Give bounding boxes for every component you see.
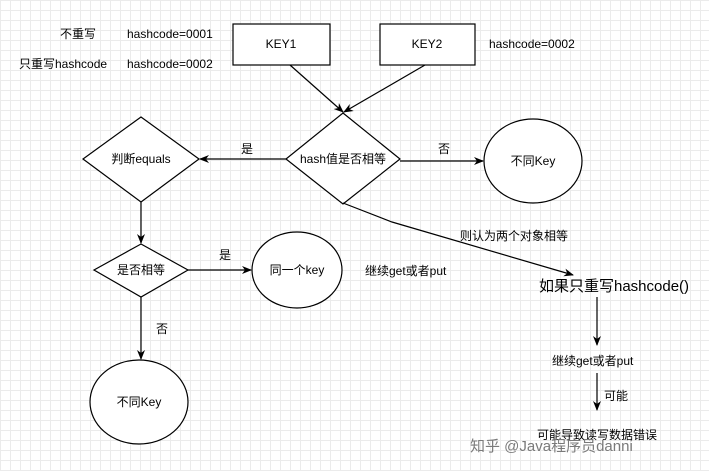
is-equal-label: 是否相等 bbox=[116, 263, 166, 277]
note-no-override: 不重写 bbox=[60, 27, 97, 41]
note-override-hashcode-only-code: hashcode=0002 bbox=[127, 57, 213, 71]
key1-label: KEY1 bbox=[265, 37, 297, 51]
edge-error: 可能导致读写数据错误 bbox=[537, 428, 658, 442]
edge-considered-equal: 则认为两个对象相等 bbox=[460, 229, 569, 243]
edge-hash-no: 否 bbox=[438, 142, 451, 156]
edge-equal-yes: 是 bbox=[219, 248, 232, 262]
diff-key-bottom-circle bbox=[89, 359, 189, 445]
same-key-label: 同一个key bbox=[269, 263, 325, 277]
key1-box bbox=[232, 23, 331, 66]
watermark: 知乎 @Java程序员danni bbox=[470, 438, 633, 455]
diff-key-right-label: 不同Key bbox=[510, 154, 556, 168]
arrow-considered-equal bbox=[342, 202, 574, 277]
note-key2-code: hashcode=0002 bbox=[489, 37, 575, 51]
same-key-circle bbox=[251, 231, 343, 309]
diff-key-right-circle bbox=[483, 118, 583, 204]
judge-equals-label: 判断equals bbox=[111, 152, 171, 166]
edge-continue-get-put-1: 继续get或者put bbox=[365, 264, 447, 278]
arrow-key1-hash bbox=[289, 64, 344, 113]
hash-equal-diamond bbox=[285, 112, 401, 205]
note-no-override-code: hashcode=0001 bbox=[127, 27, 213, 41]
key2-label: KEY2 bbox=[411, 37, 443, 51]
diff-key-bottom-label: 不同Key bbox=[116, 395, 162, 409]
if-only-hashcode-label: 如果只重写hashcode() bbox=[538, 278, 690, 295]
edge-equal-no: 否 bbox=[156, 322, 169, 336]
hash-equal-label: hash值是否相等 bbox=[299, 152, 387, 166]
edge-hash-yes: 是 bbox=[241, 142, 254, 156]
note-override-hashcode-only: 只重写hashcode bbox=[19, 57, 108, 71]
key2-box bbox=[379, 23, 476, 66]
edge-possible: 可能 bbox=[604, 389, 629, 403]
edge-continue-get-put-2: 继续get或者put bbox=[552, 354, 634, 368]
arrow-key2-hash bbox=[343, 64, 426, 113]
